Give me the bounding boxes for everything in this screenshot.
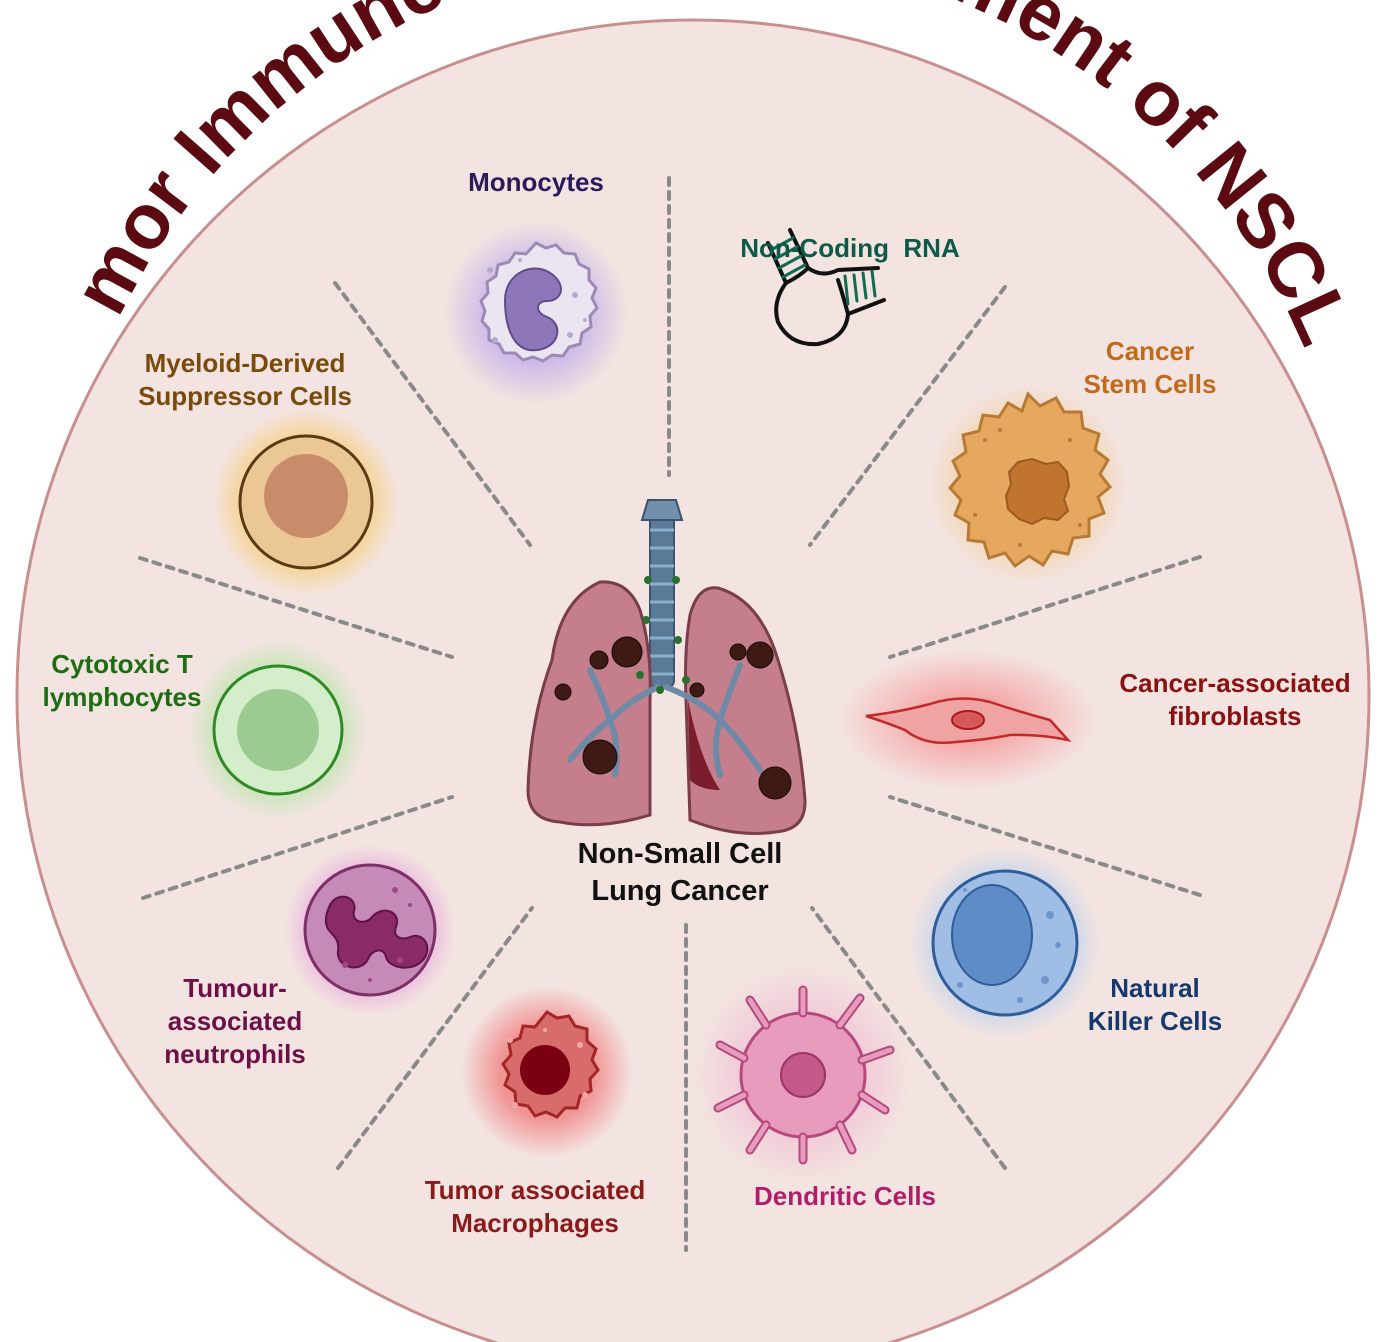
lungs-icon <box>526 499 807 835</box>
label-ctl-line1: Cytotoxic T <box>51 649 193 679</box>
label-non-coding-rna: Non-Coding RNA <box>710 166 990 298</box>
center-label-line1: Non-Small Cell <box>577 838 783 870</box>
label-monocytes-line1: Monocytes <box>468 167 604 197</box>
label-tumor-associated-macrophages: Tumor associated Macrophages <box>395 1174 675 1240</box>
monocyte-icon <box>444 221 628 405</box>
macrophage-icon <box>461 986 633 1158</box>
divider-line <box>141 795 454 900</box>
label-natural-killer-cells: Natural Killer Cells <box>1060 972 1250 1038</box>
mdsc-icon <box>212 408 400 596</box>
label-caf-line2: fibroblasts <box>1168 701 1302 731</box>
divider-line <box>888 795 1202 897</box>
label-cancer-stem-cells-line2: Stem Cells <box>1083 369 1217 399</box>
cancer-stem-cell-icon <box>928 384 1128 584</box>
label-cancer-stem-cells-line1: Cancer <box>1105 336 1195 366</box>
divider-line <box>336 906 534 1170</box>
fibroblast-icon <box>838 650 1098 790</box>
rna-hairpin-icon <box>766 228 886 347</box>
sector-dividers <box>138 176 1202 1252</box>
label-cancer-stem-cells: Cancer Stem Cells <box>1050 335 1250 401</box>
center-label-line2: Lung Cancer <box>591 875 769 907</box>
divider-line <box>810 906 1007 1170</box>
label-dc-line1: Dendritic Cells <box>753 1181 937 1211</box>
label-tan-line1: Tumour- <box>183 973 287 1003</box>
label-myeloid-derived-suppressor-cells: Myeloid-Derived Suppressor Cells <box>120 347 370 413</box>
divider-line <box>808 285 1007 547</box>
label-nk-line1: Natural <box>1110 973 1200 1003</box>
label-tan-line3: neutrophils <box>164 1039 306 1069</box>
label-mdsc-line1: Myeloid-Derived <box>144 348 346 378</box>
label-cancer-associated-fibroblasts: Cancer-associated fibroblasts <box>1090 667 1380 733</box>
label-cytotoxic-t-lymphocytes: Cytotoxic T lymphocytes <box>22 648 222 714</box>
t-cell-icon <box>188 640 368 820</box>
divider-line <box>138 556 454 659</box>
label-tam-line1: Tumor associated <box>424 1175 646 1205</box>
label-non-coding-rna-line1: Non-Coding RNA <box>740 233 960 263</box>
label-ctl-line2: lymphocytes <box>42 682 202 712</box>
label-tumour-associated-neutrophils: Tumour- associated neutrophils <box>140 972 330 1071</box>
label-tan-line2: associated <box>167 1006 303 1036</box>
label-nk-line2: Killer Cells <box>1087 1006 1223 1036</box>
nk-cell-icon <box>909 847 1101 1039</box>
divider-line <box>333 281 532 547</box>
divider-line <box>888 555 1202 659</box>
label-dendritic-cells: Dendritic Cells <box>720 1180 970 1213</box>
center-label: Non-Small Cell Lung Cancer <box>530 836 830 910</box>
dendritic-cell-icon <box>693 965 913 1185</box>
neutrophil-icon <box>284 844 456 1016</box>
label-monocytes: Monocytes <box>420 166 652 199</box>
label-caf-line1: Cancer-associated <box>1119 668 1351 698</box>
label-mdsc-line2: Suppressor Cells <box>138 381 352 411</box>
label-tam-line2: Macrophages <box>451 1208 619 1238</box>
